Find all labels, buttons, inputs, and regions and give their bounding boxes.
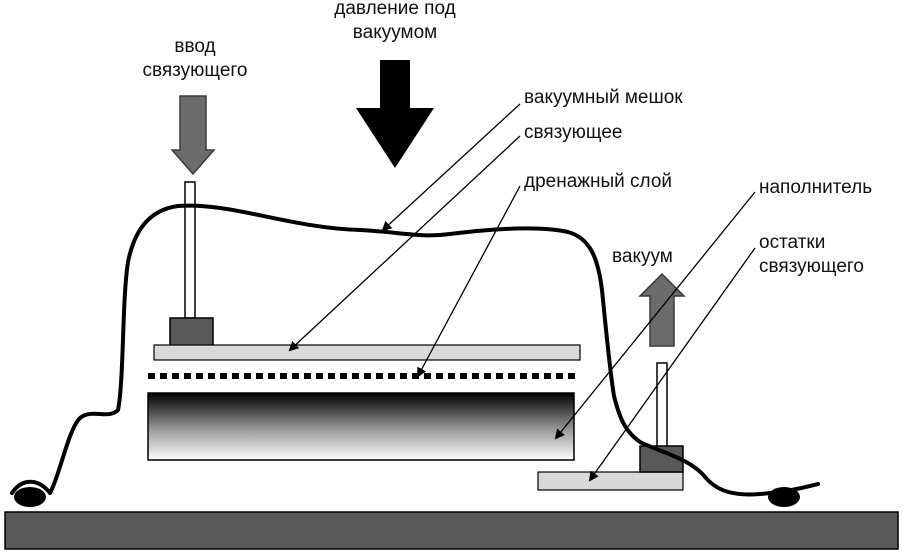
resin-input-fitting (169, 317, 214, 347)
base-plate (4, 511, 899, 550)
label-vacuum-bag: вакуумный мешок (524, 87, 683, 108)
label-pressure: давление под вакуумом (300, 0, 490, 45)
label-drainage-layer: дренажный слой (524, 171, 673, 192)
resin-input-arrow (170, 95, 216, 176)
left-seal (14, 487, 46, 507)
label-pressure-line2: вакуумом (352, 22, 438, 43)
resin-layer (153, 344, 581, 361)
leader-resin (288, 135, 521, 352)
leader-residue (588, 247, 756, 482)
label-resin-input: ввод связующего (110, 35, 280, 83)
leader-drainage (417, 185, 521, 378)
pressure-arrow (356, 60, 434, 168)
label-filler: наполнитель (759, 177, 873, 198)
label-resin-input-line1: ввод (174, 36, 216, 57)
vacuum-arrow (638, 272, 686, 347)
leader-filler (554, 191, 756, 440)
label-vacuum: вакуум (612, 246, 673, 267)
label-resin-input-line2: связующего (142, 60, 248, 81)
filler-block (147, 392, 575, 461)
label-resin: связующее (524, 122, 623, 143)
label-resin-residue: остатки связующего (759, 231, 864, 279)
vacuum-bag-outline (10, 203, 820, 497)
label-pressure-line1: давление под (334, 0, 456, 19)
label-resin-residue-line2: связующего (759, 256, 864, 277)
resin-input-tube (184, 181, 196, 319)
vacuum-tube (656, 362, 668, 448)
leader-vacuum-bag (381, 103, 521, 232)
resin-residue-plate (537, 471, 684, 491)
label-resin-residue-line1: остатки (759, 232, 826, 253)
